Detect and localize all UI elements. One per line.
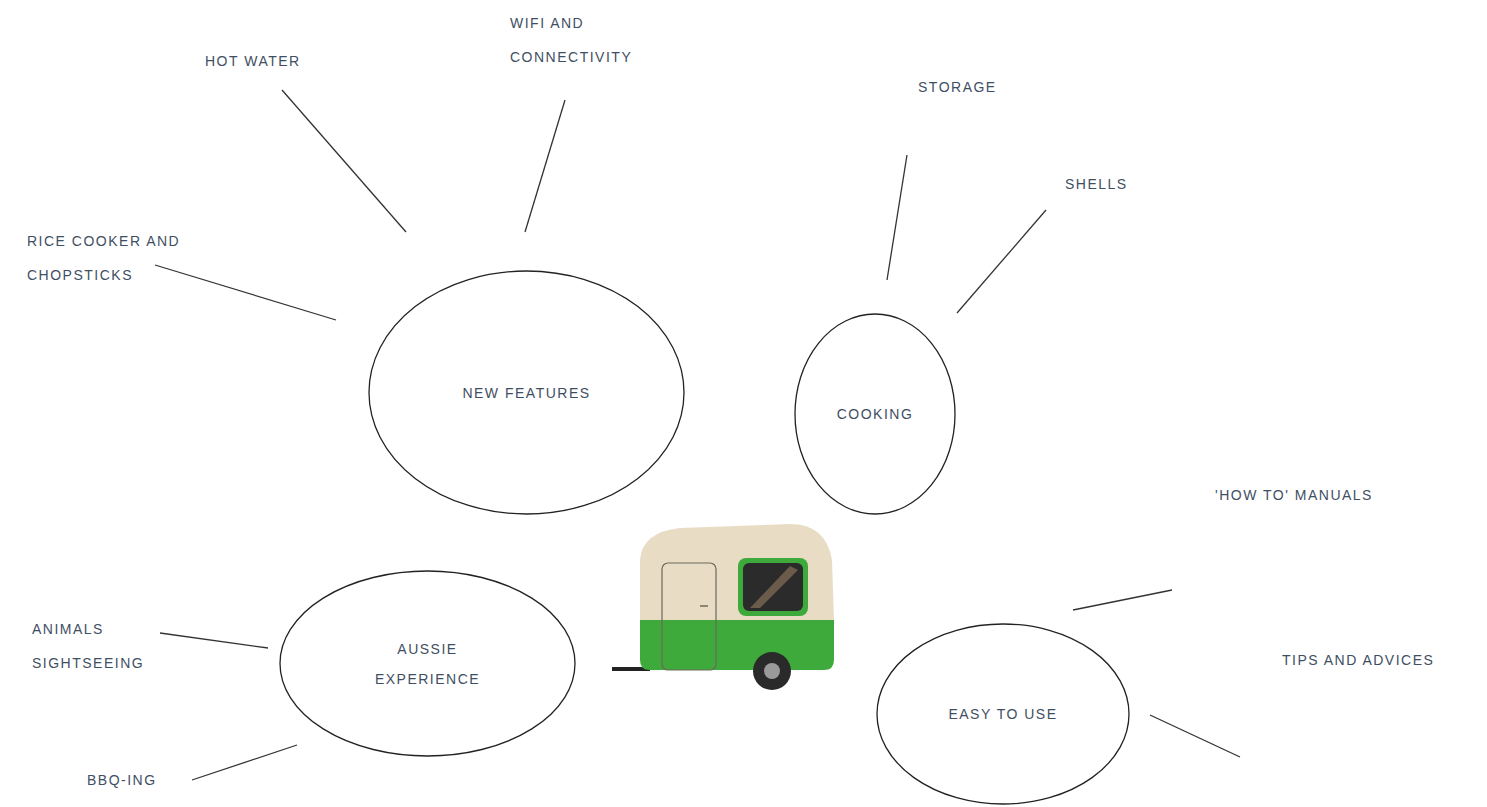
topic-text: COOKING bbox=[815, 399, 935, 429]
topic-text: EASY TO USE bbox=[913, 699, 1093, 729]
idea-label: 'HOW TO' MANUALS bbox=[1215, 478, 1455, 512]
leader-line bbox=[957, 210, 1046, 313]
ellipse-outline bbox=[279, 570, 576, 757]
caravan-wheel bbox=[753, 652, 791, 690]
text-holder: NEW FEATURES bbox=[427, 378, 627, 408]
text-holder: EASY TO USE bbox=[913, 699, 1093, 729]
caravan-body-top bbox=[640, 524, 834, 620]
window-curtain bbox=[750, 566, 798, 608]
idea-label: TIPS AND ADVICES bbox=[1282, 643, 1482, 677]
idea-label: RICE COOKER AND CHOPSTICKS bbox=[27, 224, 212, 292]
ellipse-shape bbox=[280, 571, 575, 756]
text-holder: AUSSIE EXPERIENCE bbox=[353, 634, 503, 694]
topic-text: NEW FEATURES bbox=[427, 378, 627, 408]
caravan-body-bottom bbox=[640, 620, 834, 670]
leader-line bbox=[887, 155, 907, 280]
leader-line bbox=[525, 100, 565, 232]
idea-label: HOT WATER bbox=[205, 44, 365, 78]
caravan bbox=[612, 524, 834, 690]
topic-text: AUSSIE EXPERIENCE bbox=[353, 634, 503, 694]
idea-label: BBQ-ING bbox=[87, 763, 227, 797]
topic-ellipse: NEW FEATURES bbox=[368, 270, 685, 515]
leader-line bbox=[192, 745, 297, 780]
caravan-window bbox=[743, 563, 803, 611]
window-frame bbox=[738, 558, 808, 616]
idea-label: SHELLS bbox=[1065, 167, 1225, 201]
wheel-hub bbox=[764, 663, 780, 679]
idea-label: WIFI AND CONNECTIVITY bbox=[510, 6, 660, 74]
idea-label: STORAGE bbox=[918, 70, 1078, 104]
ellipse-shape bbox=[369, 271, 684, 514]
leader-line bbox=[282, 90, 406, 232]
door-handle bbox=[700, 605, 708, 607]
text-holder: COOKING bbox=[815, 399, 935, 429]
ellipse-shape bbox=[795, 314, 955, 514]
leader-line bbox=[155, 265, 336, 320]
topic-ellipse: AUSSIE EXPERIENCE bbox=[279, 570, 576, 757]
leader-line bbox=[1150, 715, 1240, 757]
idea-label: ANIMALS SIGHTSEEING bbox=[32, 612, 162, 680]
leader-line bbox=[1073, 590, 1172, 610]
topic-ellipse: EASY TO USE bbox=[876, 623, 1130, 805]
leader-line bbox=[160, 633, 268, 648]
leader-lines bbox=[155, 90, 1240, 780]
topic-ellipse: COOKING bbox=[794, 313, 956, 515]
ellipse-shape bbox=[877, 624, 1129, 804]
caravan-door bbox=[662, 563, 716, 670]
